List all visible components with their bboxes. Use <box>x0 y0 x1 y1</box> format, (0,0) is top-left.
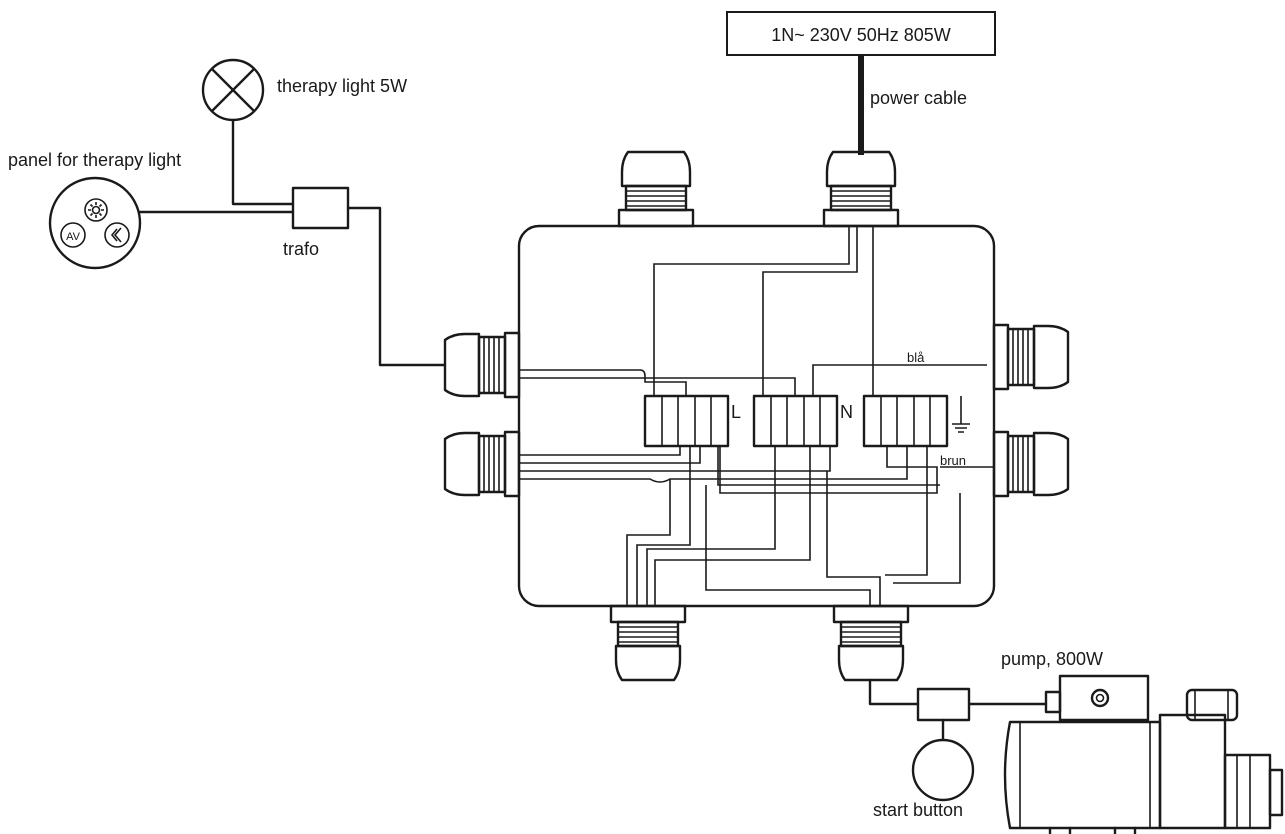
wire-blue-label: blå <box>907 350 925 365</box>
lamp-wire <box>231 118 295 206</box>
cable-gland-right-upper <box>992 323 1070 391</box>
switch-box <box>916 687 971 722</box>
terminal-block-n <box>752 394 839 448</box>
cable-gland-bottom-pump <box>832 604 910 682</box>
svg-text:AV: AV <box>66 231 81 243</box>
terminal-n-label: N <box>840 402 853 422</box>
start-button-label: start button <box>873 800 963 820</box>
therapy-panel: AV <box>48 176 142 270</box>
cable-gland-left-upper <box>443 331 521 399</box>
av-icon: AV <box>60 222 86 248</box>
fan-icon <box>104 222 130 248</box>
earth-symbol-icon <box>952 396 970 433</box>
power-cable-label: power cable <box>870 88 967 108</box>
terminal-block-earth <box>862 394 949 448</box>
supply-label: 1N~ 230V 50Hz 805W <box>771 25 951 45</box>
cable-gland-top-left <box>617 150 695 228</box>
wire-brown-label: brun <box>940 453 966 468</box>
trafo-output-wire <box>346 206 447 367</box>
internal-wiring <box>519 226 994 606</box>
cable-gland-top-power <box>822 150 900 228</box>
therapy-light-lamp <box>201 58 265 122</box>
pump-label: pump, 800W <box>1001 649 1103 669</box>
panel-label: panel for therapy light <box>8 150 181 170</box>
pump-cable <box>868 678 1048 706</box>
sun-icon <box>84 198 108 222</box>
cable-gland-right-lower <box>992 430 1070 498</box>
trafo-box <box>291 186 350 230</box>
start-button <box>911 738 975 802</box>
pump <box>1003 674 1284 834</box>
terminal-block-l <box>643 394 730 448</box>
cable-gland-bottom-left <box>609 604 687 682</box>
junction-box <box>517 224 996 608</box>
terminal-l-label: L <box>731 402 741 422</box>
cable-gland-left-lower <box>443 430 521 498</box>
trafo-label: trafo <box>283 239 319 259</box>
supply-box: 1N~ 230V 50Hz 805W <box>726 11 996 56</box>
therapy-light-label: therapy light 5W <box>277 76 407 96</box>
